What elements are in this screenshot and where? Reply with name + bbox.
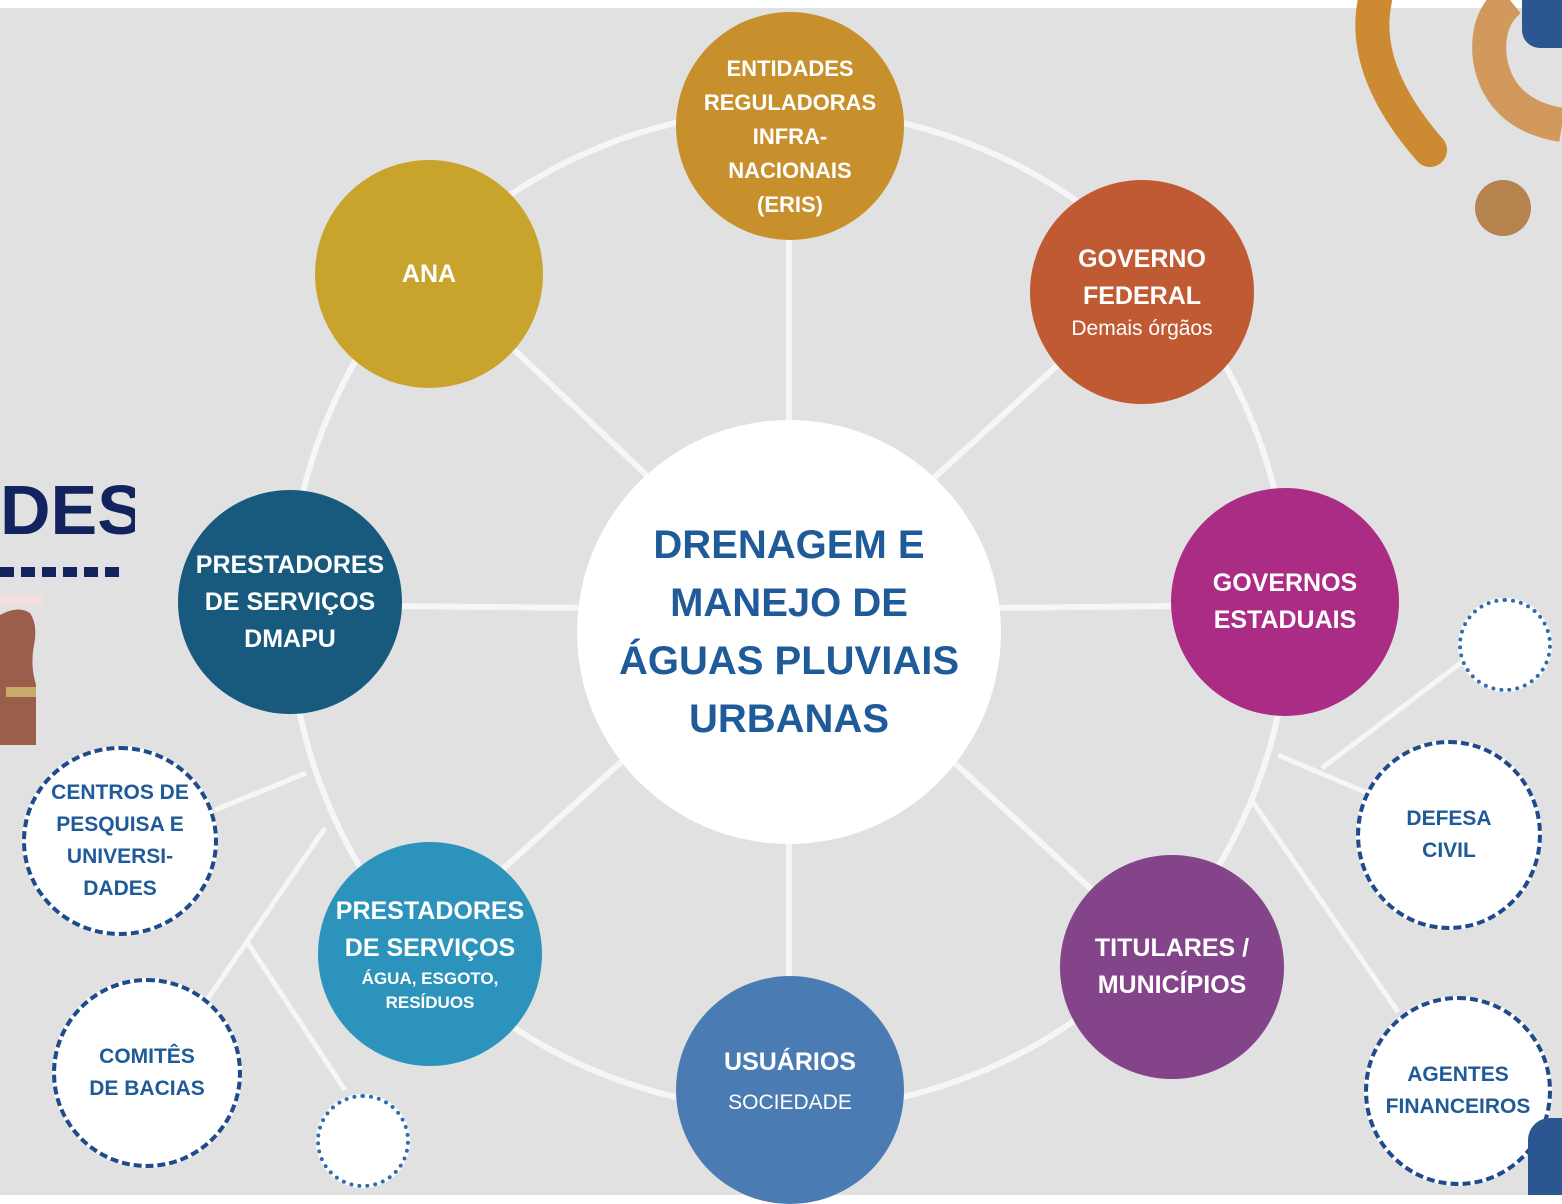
node-centros-pesquisa: CENTROS DE PESQUISA E UNIVERSI- DADES xyxy=(22,746,218,936)
branch-left-trunk xyxy=(197,826,328,1012)
node-titulares: TITULARES / MUNICÍPIOS xyxy=(1060,855,1284,1079)
defesa-line-1: DEFESA xyxy=(1406,807,1492,830)
eris-line-4: NACIONAIS xyxy=(728,158,852,183)
center-line-1: DRENAGEM E xyxy=(653,523,925,567)
decorative-arc-outer xyxy=(1355,0,1447,167)
eris-line-1: ENTIDADES xyxy=(726,56,854,81)
partial-heading: DES xyxy=(0,471,135,549)
raised-fist-illustration xyxy=(0,595,42,745)
ana-label: ANA xyxy=(401,259,457,288)
comites-line-2: DE BACIAS xyxy=(89,1077,205,1100)
governos-estaduais-line-1: GOVERNOS xyxy=(1212,569,1358,597)
node-defesa-civil: DEFESA CIVIL xyxy=(1356,740,1542,930)
decorative-dot xyxy=(1475,180,1531,236)
center-line-2: MANEJO DE xyxy=(670,581,908,625)
eris-line-5: (ERIS) xyxy=(757,192,823,217)
titulares-line-1: TITULARES / xyxy=(1094,934,1250,962)
comites-line-1: COMITÊS xyxy=(99,1045,195,1068)
dotted-rule xyxy=(0,567,120,577)
node-governo-federal: GOVERNO FEDERAL Demais órgãos xyxy=(1030,180,1254,404)
empty-dotted-node-bottom xyxy=(316,1094,410,1188)
center-line-3: ÁGUAS PLUVIAIS xyxy=(618,639,960,683)
decorative-arc-inner xyxy=(1472,0,1562,142)
branch-left-fork xyxy=(244,940,348,1092)
branches xyxy=(197,660,1464,1092)
prestadores-aer-line-1: PRESTADORES xyxy=(335,897,525,925)
prestadores-dmapu-line-2: DE SERVIÇOS xyxy=(204,587,376,616)
centros-line-2: PESQUISA E xyxy=(56,813,184,836)
centros-line-4: DADES xyxy=(83,877,157,900)
governo-federal-subtitle: Demais órgãos xyxy=(1071,317,1213,340)
titulares-line-2: MUNICÍPIOS xyxy=(1097,971,1247,999)
governos-estaduais-line-2: ESTADUAIS xyxy=(1213,606,1357,634)
node-comites-bacias: COMITÊS DE BACIAS xyxy=(52,978,242,1168)
prestadores-aer-line-2: DE SERVIÇOS xyxy=(344,934,516,962)
node-prestadores-dmapu: PRESTADORES DE SERVIÇOS DMAPU xyxy=(178,490,402,714)
center-topic: DRENAGEM E MANEJO DE ÁGUAS PLUVIAIS URBA… xyxy=(577,420,1001,844)
agentes-line-1: AGENTES xyxy=(1407,1063,1509,1086)
node-governos-estaduais: GOVERNOS ESTADUAIS xyxy=(1171,488,1399,716)
prestadores-aer-sub-1: ÁGUA, ESGOTO, xyxy=(361,969,499,988)
eris-line-2: REGULADORAS xyxy=(703,90,877,115)
branch-centros xyxy=(214,770,307,813)
center-line-4: URBANAS xyxy=(689,697,889,741)
centros-line-3: UNIVERSI- xyxy=(66,845,174,868)
prestadores-dmapu-line-3: DMAPU xyxy=(244,624,336,653)
branch-defesa xyxy=(1277,752,1373,798)
governo-federal-line-2: FEDERAL xyxy=(1082,282,1202,310)
eris-line-3: INFRA- xyxy=(752,124,828,149)
corner-badge-bottom xyxy=(1528,1118,1562,1195)
usuarios-subtitle: SOCIEDADE xyxy=(728,1090,852,1114)
empty-dotted-node-right xyxy=(1458,598,1552,692)
node-ana: ANA xyxy=(315,160,543,388)
node-eris: ENTIDADES REGULADORAS INFRA- NACIONAIS (… xyxy=(676,12,904,240)
node-prestadores-agua-esgoto-residuos: PRESTADORES DE SERVIÇOS ÁGUA, ESGOTO, RE… xyxy=(318,842,542,1066)
agentes-line-2: FINANCEIROS xyxy=(1385,1095,1531,1118)
prestadores-aer-sub-2: RESÍDUOS xyxy=(385,993,475,1012)
node-agentes-financeiros: AGENTES FINANCEIROS xyxy=(1364,996,1552,1186)
prestadores-dmapu-line-1: PRESTADORES xyxy=(195,550,385,579)
corner-badge-top xyxy=(1522,0,1562,48)
governo-federal-line-1: GOVERNO xyxy=(1078,245,1206,273)
branch-agentes xyxy=(1247,796,1401,1014)
centros-line-1: CENTROS DE xyxy=(51,781,189,804)
usuarios-title: USUÁRIOS xyxy=(724,1047,856,1076)
node-usuarios: USUÁRIOS SOCIEDADE xyxy=(676,976,904,1204)
defesa-line-2: CIVIL xyxy=(1422,839,1476,862)
branch-right-upper xyxy=(1320,660,1464,770)
